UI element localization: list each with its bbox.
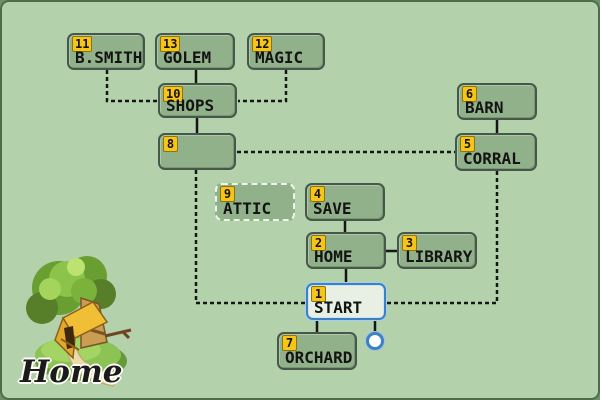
exit-node[interactable] — [366, 332, 384, 350]
node-label: BARN — [465, 98, 504, 117]
tree-canopy — [67, 258, 85, 276]
node-number-badge: 9 — [221, 187, 234, 201]
node-label: MAGIC — [255, 48, 304, 67]
node-label: B.SMITH — [75, 48, 143, 67]
node-label: ORCHARD — [285, 348, 353, 367]
treehouse-illustration — [26, 256, 132, 387]
node-number-badge: 10 — [164, 87, 183, 101]
node-number-badge: 13 — [161, 37, 180, 51]
node-number-badge: 6 — [463, 87, 476, 101]
node-number-badge: 8 — [164, 137, 177, 151]
node-number-badge: 12 — [253, 37, 272, 51]
map-node-8[interactable]: 8 — [158, 133, 236, 170]
node-label: ATTIC — [223, 199, 272, 218]
node-label: CORRAL — [463, 149, 521, 168]
node-label: HOME — [314, 247, 353, 266]
branch — [104, 328, 132, 340]
map-title: Home — [20, 354, 123, 390]
node-label: SAVE — [313, 199, 352, 218]
connector-line — [387, 171, 499, 305]
hut-trim — [60, 338, 80, 351]
connector-line — [238, 70, 288, 103]
node-number-badge: 2 — [312, 236, 325, 250]
node-number-badge: 3 — [403, 236, 416, 250]
tree-canopy — [71, 278, 97, 304]
node-number-badge: 4 — [311, 187, 324, 201]
node-label: LIBRARY — [405, 247, 473, 266]
node-label: SHOPS — [166, 96, 215, 115]
node-label: GOLEM — [163, 48, 212, 67]
node-number-badge: 7 — [283, 336, 296, 350]
tree-canopy — [39, 278, 61, 300]
connector-line — [105, 70, 158, 103]
dirt-path — [66, 345, 121, 387]
node-number-badge: 5 — [461, 137, 474, 151]
node-number-badge: 1 — [312, 287, 325, 301]
node-number-badge: 11 — [73, 37, 92, 51]
node-label: START — [314, 298, 363, 317]
connector-line — [194, 170, 306, 305]
